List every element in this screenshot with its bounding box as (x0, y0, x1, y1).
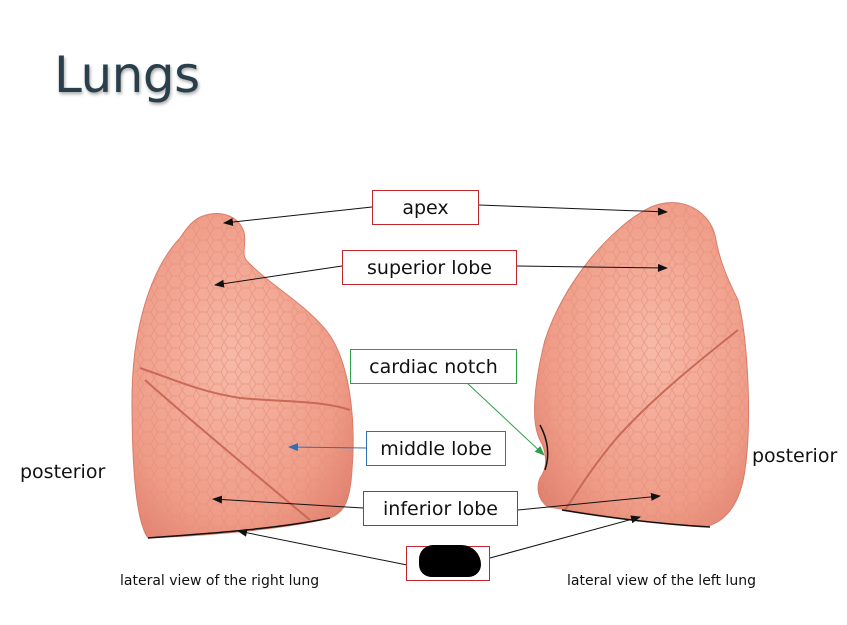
cardiac-notch-arrow (465, 381, 545, 456)
redaction-blot (419, 545, 481, 577)
superior-lobe-arrow-left (214, 265, 343, 288)
left-lung-caption: lateral view of the left lung (567, 573, 756, 589)
bottom-arrow-left (237, 528, 408, 566)
inferior-lobe-arrow-right (517, 492, 661, 511)
middle-lobe-label: middle lobe (366, 431, 506, 466)
superior-lobe-label: superior lobe (342, 250, 517, 285)
right-lung-caption: lateral view of the right lung (120, 573, 320, 589)
apex-arrow-left (223, 206, 373, 227)
posterior-label-right: posterior (752, 445, 838, 467)
inferior-lobe-arrow-left (212, 495, 364, 509)
inferior-lobe-label: inferior lobe (363, 491, 518, 526)
left-lung-illustration (534, 202, 750, 528)
middle-lobe-arrow (288, 443, 367, 452)
cardiac-notch-label: cardiac notch (350, 349, 517, 384)
page-title: Lungs (54, 46, 200, 104)
superior-lobe-arrow-right (516, 263, 668, 272)
right-lung-illustration (131, 213, 354, 539)
bottom-arrow-right (489, 515, 641, 559)
apex-label: apex (372, 190, 479, 225)
posterior-label-left: posterior (20, 461, 106, 483)
apex-arrow-right (478, 204, 668, 216)
